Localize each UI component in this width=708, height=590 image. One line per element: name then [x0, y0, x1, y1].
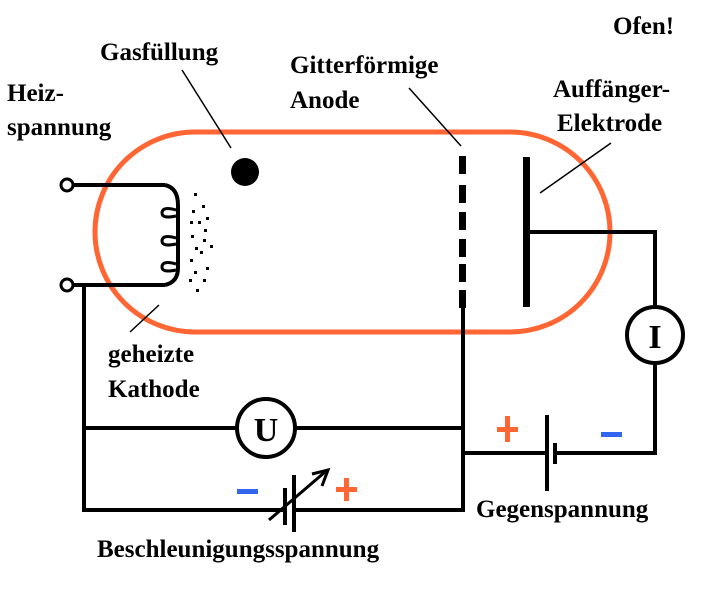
grid-anode — [459, 156, 466, 308]
voltmeter-symbol: U — [254, 412, 279, 449]
accel-plus-sign — [336, 478, 357, 501]
accel-minus-sign — [237, 489, 258, 494]
accel-variable-battery-icon — [268, 467, 331, 532]
counter-minus-sign — [601, 432, 622, 437]
gas-filling-label: Gasfüllung — [100, 39, 219, 66]
glass-tube — [92, 129, 613, 335]
ammeter-symbol: I — [648, 319, 661, 356]
heater-voltage-label-line2: spannung — [7, 114, 112, 141]
circuit-wires — [82, 230, 657, 512]
label-pointers — [129, 69, 612, 333]
heater-terminal-bottom — [59, 277, 75, 293]
voltmeter: U — [235, 397, 297, 459]
grid-anode-label-line2: Anode — [290, 87, 359, 114]
collector-electrode — [523, 157, 530, 307]
heater-circuit — [74, 183, 180, 287]
electron-dots — [189, 193, 213, 292]
ammeter: I — [625, 305, 685, 365]
counter-plus-sign — [497, 416, 518, 442]
oven-label: Ofen! — [613, 13, 674, 40]
counter-voltage-label: Gegenspannung — [476, 496, 649, 523]
collector-label-line2: Elektrode — [557, 110, 662, 137]
cathode-label-line1: geheizte — [108, 341, 194, 368]
accel-voltage-label: Beschleunigungsspannung — [97, 536, 380, 563]
grid-anode-label-line1: Gitterförmige — [290, 52, 439, 79]
filament-coil-icon — [160, 207, 177, 273]
gas-atom-icon — [231, 158, 259, 186]
heater-voltage-label-line1: Heiz- — [7, 80, 64, 107]
heater-terminal-top — [59, 177, 75, 193]
cathode-label-line2: Kathode — [108, 376, 200, 403]
collector-label-line1: Auffänger- — [553, 76, 670, 103]
counter-voltage-battery-icon — [545, 415, 557, 491]
